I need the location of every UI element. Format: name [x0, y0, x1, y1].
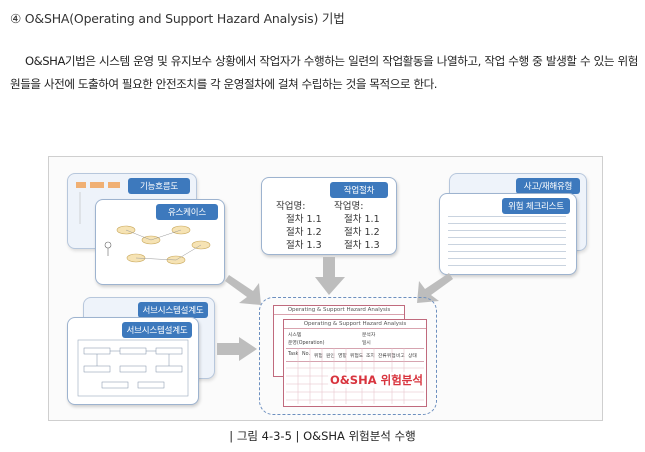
function-flow-sketch: [76, 182, 120, 224]
hazard-checklist-tab: 위험 체크리스트: [502, 198, 570, 214]
subsystem-design-sketch: [77, 339, 189, 397]
subsystem-design-tab-back: 서브시스템설계도: [138, 302, 208, 318]
arrow-from-use-case-icon: [225, 275, 261, 305]
subsystem-design-tab: 서브시스템설계도: [122, 322, 192, 338]
work-procedure-card: 작업절차 작업명: 절차 1.1 절차 1.2 절차 1.3 작업명: 절차 1…: [261, 177, 397, 255]
osha-analysis-label: O&SHA 위험분석: [328, 372, 425, 388]
form-header: 영향: [338, 354, 347, 359]
osha-form-front: Operating & Support Hazard Analysis 시스템 …: [283, 319, 427, 407]
use-case-card: 유스케이스: [95, 199, 225, 285]
form-header: 조치: [366, 354, 375, 359]
work-procedure-tab: 작업절차: [330, 182, 388, 198]
arrow-from-procedure-icon: [315, 257, 345, 295]
hazard-checklist-card: 위험 체크리스트: [439, 193, 577, 275]
osha-form-grid: [286, 348, 424, 404]
osha-form-back-title: Operating & Support Hazard Analysis: [274, 306, 404, 315]
procedure-step: 절차 1.3: [344, 240, 380, 251]
procedure-step: 절차 1.1: [286, 214, 322, 225]
form-field-system: 시스템: [288, 333, 302, 338]
form-header: No.: [302, 352, 310, 357]
procedure-step: 절차 1.3: [286, 240, 322, 251]
accident-type-tab: 사고/재해유형: [516, 178, 580, 194]
procedure-col2-title: 작업명:: [334, 201, 364, 212]
form-header: 원인: [326, 354, 335, 359]
procedure-col1: 작업명: 절차 1.1 절차 1.2 절차 1.3: [276, 200, 322, 252]
function-flow-tab: 기능흐름도: [128, 178, 190, 194]
use-case-tab: 유스케이스: [156, 204, 218, 220]
osha-form-front-title: Operating & Support Hazard Analysis: [284, 320, 426, 329]
form-header: 잔류위험: [378, 354, 396, 359]
procedure-step: 절차 1.1: [344, 214, 380, 225]
arrow-from-subsystem-icon: [217, 337, 257, 361]
procedure-step: 절차 1.2: [286, 227, 322, 238]
form-header: 위험: [314, 354, 323, 359]
form-header: 비고: [396, 354, 405, 359]
form-header: 상태: [408, 354, 417, 359]
form-header: 위험도: [350, 354, 364, 359]
subsystem-design-card: 서브시스템설계도: [67, 317, 199, 405]
procedure-col2: 작업명: 절차 1.1 절차 1.2 절차 1.3: [334, 200, 380, 252]
arrow-from-checklist-icon: [417, 273, 453, 303]
procedure-step: 절차 1.2: [344, 227, 380, 238]
form-field-date: 일시: [362, 341, 371, 346]
use-case-sketch: [104, 225, 211, 265]
body-paragraph: O&SHA기법은 시스템 운영 및 유지보수 상황에서 작업자가 수행하는 일련…: [10, 54, 638, 91]
osha-analysis-frame: [259, 297, 437, 415]
figure-osha-diagram: 기능흐름도 유스케이스 작업절차 작업명: 절차: [48, 156, 603, 421]
procedure-col1-title: 작업명:: [276, 201, 306, 212]
section-heading: ④ O&SHA(Operating and Support Hazard Ana…: [10, 11, 345, 26]
form-header: Task: [288, 352, 299, 357]
form-field-operation: 운영(Operation): [288, 341, 325, 346]
form-field-analyst: 분석자: [362, 333, 376, 338]
figure-caption: | 그림 4-3-5 | O&SHA 위험분석 수행: [229, 429, 416, 443]
form-header-row: Task No. 위험 원인 영향 위험도 조치 잔류위험 비고 상태: [286, 348, 424, 362]
